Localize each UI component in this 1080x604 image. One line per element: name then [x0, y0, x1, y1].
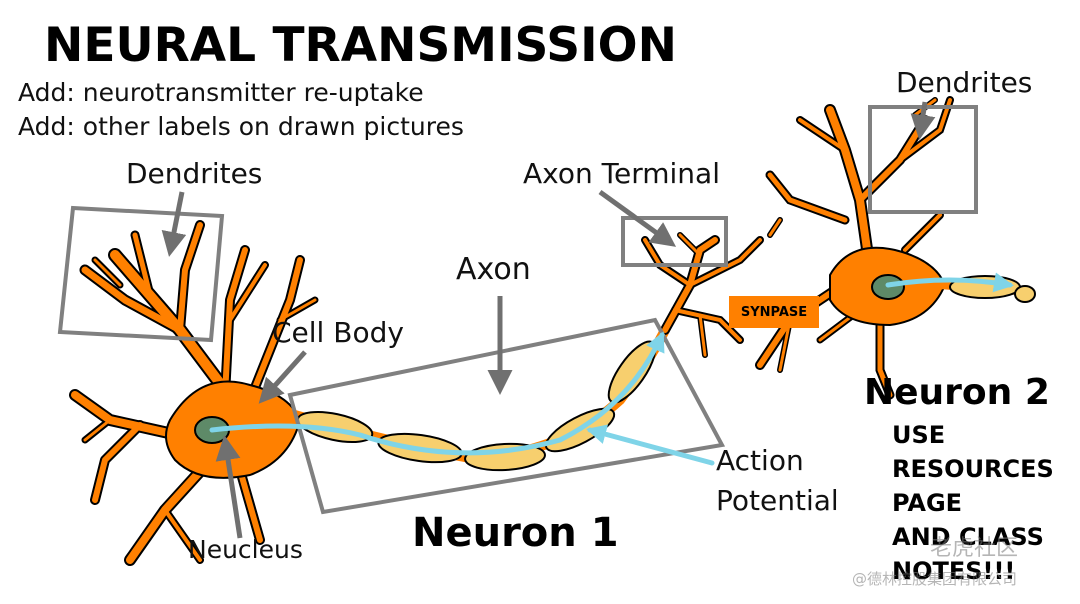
caption-line-5: NOTES!!!: [892, 557, 1016, 585]
dendrites-1-arrow: [161, 191, 187, 257]
myelin-segment: [1014, 285, 1036, 303]
page-title: NEURAL TRANSMISSION: [44, 18, 677, 73]
neuron-2-drawing: [755, 96, 1036, 400]
action-potential-signal: [209, 272, 1014, 466]
neuron-1-axon-terminal: [641, 217, 783, 358]
label-neuron-2: Neuron 2: [864, 372, 1050, 413]
action-potential-arrow: [586, 424, 715, 466]
label-axon: Axon: [456, 252, 531, 287]
label-neuron-1: Neuron 1: [412, 510, 619, 556]
label-neucleus: Neucleus: [188, 535, 303, 564]
caption-line-3: PAGE: [892, 489, 963, 517]
axon-box: [287, 317, 726, 515]
pointer-arrows: [161, 101, 936, 539]
note-reuptake: Add: neurotransmitter re-uptake: [18, 78, 424, 107]
label-potential: Potential: [716, 484, 839, 517]
signal-path-neuron-1: [209, 331, 665, 456]
axon-terminal-arrow: [598, 189, 677, 247]
label-dendrites-2: Dendrites: [896, 66, 1033, 99]
note-other-labels: Add: other labels on drawn pictures: [18, 112, 464, 141]
signal-path-neuron-2: [885, 272, 1014, 293]
neucleus-arrow: [215, 435, 243, 539]
dendrites-2-arrow: [910, 101, 936, 140]
label-dendrites-1: Dendrites: [126, 157, 263, 190]
axon-terminal-box: [621, 216, 728, 267]
neuron-1-drawing: [69, 220, 319, 566]
watermark-line-1: 老虎社区: [930, 536, 1019, 561]
caption-line-1: USE: [892, 421, 946, 449]
dendrites-box-1: [57, 205, 225, 343]
cell-body-arrow: [258, 350, 307, 404]
label-cell-body: Cell Body: [272, 316, 404, 349]
watermark-line-2: @德林控股集团有限公司: [852, 570, 1018, 588]
label-axon-terminal: Axon Terminal: [523, 157, 720, 190]
caption-line-2: RESOURCES: [892, 455, 1054, 483]
label-action: Action: [716, 444, 804, 477]
caption-line-4: AND CLASS: [892, 523, 1044, 551]
synapse-badge: SYNPASE: [729, 296, 819, 328]
